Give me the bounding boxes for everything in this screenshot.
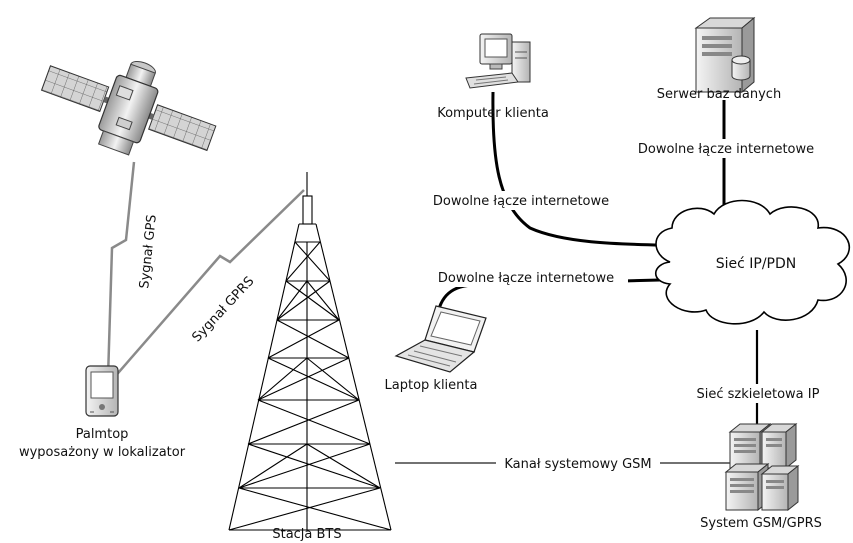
gps-signal [106,161,136,379]
gps-signal-line [106,161,136,379]
bts-label: Stacja BTS [272,527,341,542]
gps-signal-label: Sygnał GPS [137,214,160,290]
satellite-icon [40,60,217,156]
cloud-label: Sieć IP/PDN [716,256,797,272]
ip-pdn-cloud-icon [654,199,850,325]
client-computer-icon [465,33,531,89]
database-server-label: Serwer baz danych [657,87,781,102]
gsm-gprs-system-icon [724,422,800,512]
gprs-signal [111,189,305,381]
gprs-signal-line [111,189,305,381]
laptop-label: Laptop klienta [385,378,478,393]
client-link-label: Dowolne łącze internetowe [433,194,609,209]
gsm-channel-label: Kanał systemowy GSM [504,457,651,472]
gprs-signal-label: Sygnał GPRS [190,274,258,345]
labels: Komputer klienta Serwer baz danych Dowol… [19,87,830,542]
client-laptop-icon [394,305,487,373]
palmtop-icon [85,365,119,417]
link-client-pc-cloud [491,91,691,248]
palmtop-label-line2: wyposażony w lokalizator [19,445,186,460]
client-computer-label: Komputer klienta [437,106,549,121]
database-server-icon [694,16,756,94]
backbone-label: Sieć szkieletowa IP [697,387,820,402]
gsm-system-label: System GSM/GPRS [700,516,822,531]
server-link-label: Dowolne łącze internetowe [638,142,814,157]
laptop-link-label: Dowolne łącze internetowe [438,271,614,286]
palmtop-label-line1: Palmtop [76,427,129,442]
bts-tower-icon [228,172,392,531]
